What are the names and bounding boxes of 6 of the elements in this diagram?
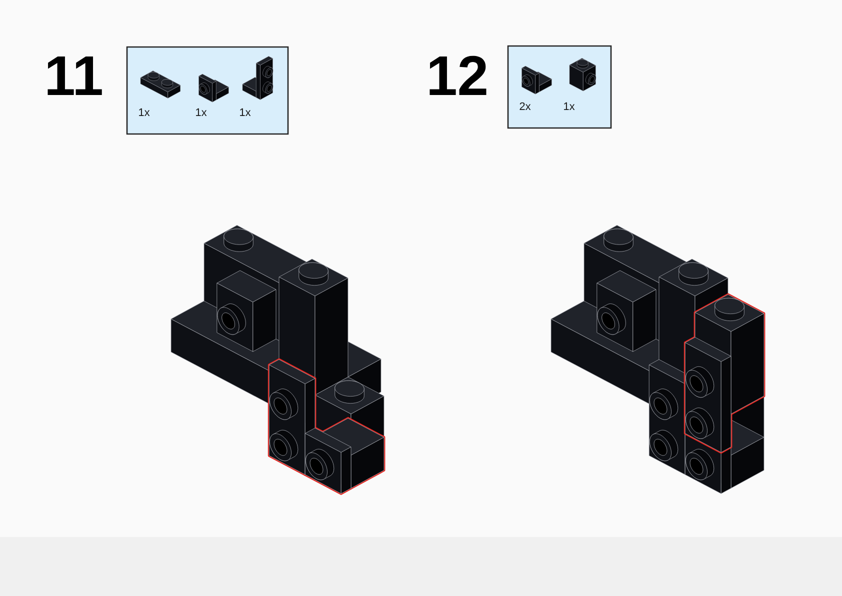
quantity-label: 1x xyxy=(240,108,251,116)
quantity-label: 1x xyxy=(564,102,575,110)
quantity-label: 1x xyxy=(196,108,207,116)
quantity-label: 1x xyxy=(139,108,150,116)
quantity-label: 2x xyxy=(520,102,531,110)
step-number: 12 xyxy=(430,56,486,95)
